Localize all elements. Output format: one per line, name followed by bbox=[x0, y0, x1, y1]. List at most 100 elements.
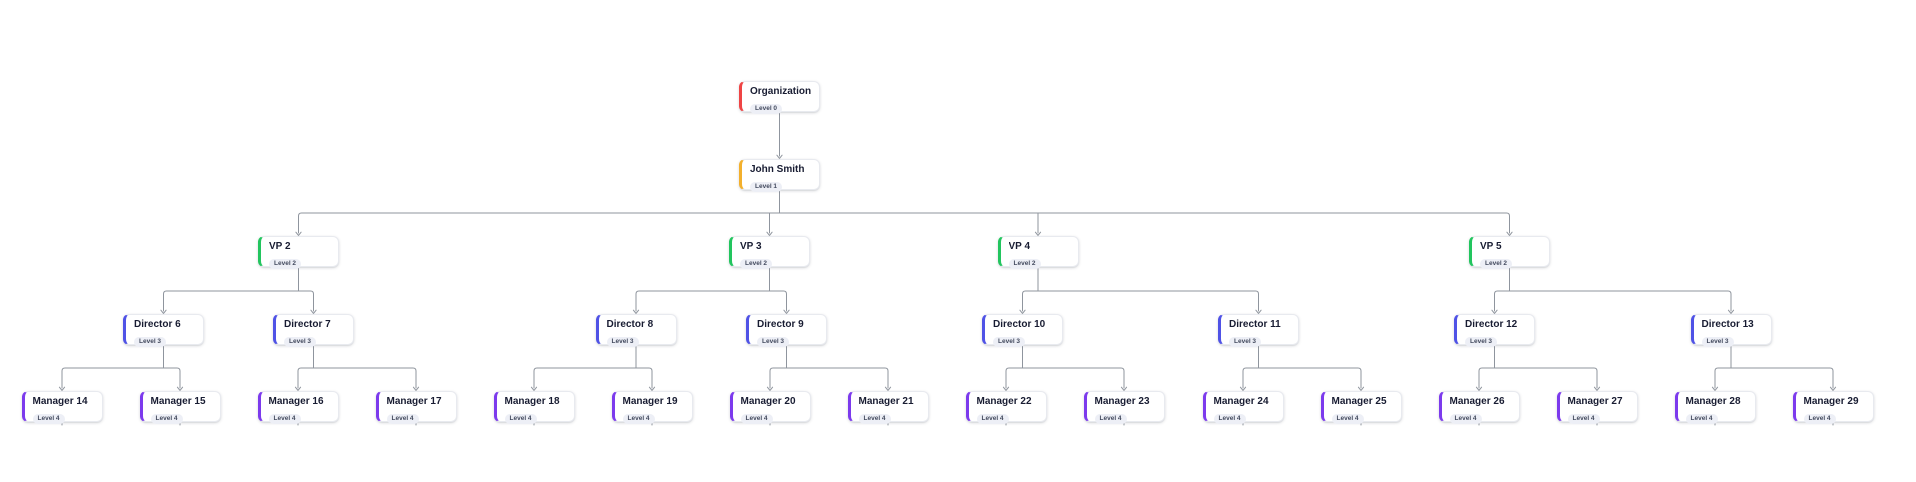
connector-edge bbox=[1494, 290, 1732, 312]
node-title: Organization bbox=[750, 86, 812, 97]
node-title: Manager 14 bbox=[32, 396, 88, 407]
node-title: Manager 28 bbox=[1685, 396, 1741, 407]
org-node-vp2[interactable]: VP 2 Level 2 bbox=[258, 236, 339, 269]
node-level-badge: Level 3 bbox=[134, 337, 167, 347]
connector-edge bbox=[1005, 367, 1125, 389]
node-level-badge: Level 2 bbox=[1008, 259, 1041, 269]
node-level-badge: Level 3 bbox=[1229, 337, 1262, 347]
connector-arrowhead bbox=[1727, 309, 1735, 314]
org-node-vp5[interactable]: VP 5 Level 2 bbox=[1469, 236, 1550, 269]
node-title: Director 10 bbox=[993, 319, 1046, 330]
org-node-m29[interactable]: Manager 29 Level 4 bbox=[1792, 391, 1874, 424]
node-title: Manager 25 bbox=[1331, 396, 1387, 407]
connector-arrowhead bbox=[58, 386, 66, 391]
org-node-m28[interactable]: Manager 28 Level 4 bbox=[1674, 391, 1756, 424]
connector-edge bbox=[533, 367, 653, 389]
node-level-badge: Level 3 bbox=[606, 337, 639, 347]
connector-arrowhead bbox=[412, 386, 420, 391]
node-level-badge: Level 2 bbox=[269, 259, 302, 269]
node-title: Manager 18 bbox=[504, 396, 560, 407]
connector-arrowhead bbox=[783, 309, 790, 314]
node-level-badge: Level 2 bbox=[1480, 259, 1513, 269]
node-title: Manager 20 bbox=[740, 396, 796, 407]
node-title: Manager 29 bbox=[1803, 396, 1859, 407]
org-node-m21[interactable]: Manager 21 Level 4 bbox=[847, 391, 929, 424]
connector-arrowhead bbox=[766, 231, 773, 236]
org-node-d8[interactable]: Director 8 Level 3 bbox=[595, 314, 677, 347]
node-level-badge: Level 4 bbox=[1449, 414, 1482, 424]
connector-edge bbox=[1714, 367, 1834, 389]
org-node-d10[interactable]: Director 10 Level 3 bbox=[982, 314, 1063, 347]
connector-arrowhead bbox=[1120, 386, 1128, 391]
connector-arrowhead bbox=[766, 386, 774, 391]
node-level-badge: Level 3 bbox=[993, 337, 1026, 347]
node-level-badge: Level 4 bbox=[1685, 414, 1718, 424]
node-level-badge: Level 4 bbox=[1803, 414, 1836, 424]
node-title: Manager 21 bbox=[858, 396, 914, 407]
org-node-d6[interactable]: Director 6 Level 3 bbox=[123, 314, 204, 347]
connector-arrowhead bbox=[310, 309, 317, 314]
node-level-badge: Level 4 bbox=[858, 414, 891, 424]
node-title: Manager 27 bbox=[1567, 396, 1623, 407]
connector-arrowhead bbox=[1002, 386, 1010, 391]
connector-arrowhead bbox=[1255, 309, 1262, 314]
connector-arrowhead bbox=[1019, 309, 1026, 314]
connector-edge bbox=[298, 212, 1510, 234]
connector-arrowhead bbox=[1506, 231, 1513, 236]
org-node-m26[interactable]: Manager 26 Level 4 bbox=[1438, 391, 1520, 424]
node-title: John Smith bbox=[750, 164, 805, 175]
node-title: Director 6 bbox=[134, 319, 181, 330]
connector-arrowhead bbox=[160, 309, 167, 314]
connector-edge bbox=[635, 290, 787, 312]
node-level-badge: Level 0 bbox=[750, 104, 783, 114]
node-level-badge: Level 4 bbox=[150, 414, 183, 424]
connector-arrowhead bbox=[648, 386, 656, 391]
connector-edge bbox=[1242, 367, 1362, 389]
node-title: VP 5 bbox=[1480, 241, 1502, 252]
node-title: Director 9 bbox=[757, 319, 804, 330]
node-title: VP 3 bbox=[740, 241, 762, 252]
node-title: Manager 26 bbox=[1449, 396, 1505, 407]
connector-arrowhead bbox=[176, 386, 184, 391]
connector-arrowhead bbox=[1239, 386, 1247, 391]
connector-arrowhead bbox=[1711, 386, 1719, 391]
connector-edge bbox=[1478, 367, 1598, 389]
node-level-badge: Level 4 bbox=[1094, 414, 1127, 424]
node-level-badge: Level 3 bbox=[1701, 337, 1734, 347]
connector-arrowhead bbox=[1829, 386, 1837, 391]
connector-arrowhead bbox=[530, 386, 538, 391]
node-level-badge: Level 4 bbox=[268, 414, 301, 424]
connector-edge bbox=[1022, 290, 1259, 312]
node-level-badge: Level 3 bbox=[1465, 337, 1498, 347]
node-title: VP 2 bbox=[269, 241, 291, 252]
node-level-badge: Level 1 bbox=[750, 182, 783, 192]
org-node-d13[interactable]: Director 13 Level 3 bbox=[1690, 314, 1772, 347]
node-title: Director 8 bbox=[606, 319, 654, 330]
node-title: Director 13 bbox=[1701, 319, 1754, 330]
node-level-badge: Level 4 bbox=[1213, 414, 1246, 424]
node-level-badge: Level 3 bbox=[284, 337, 317, 347]
node-title: Manager 19 bbox=[622, 396, 678, 407]
